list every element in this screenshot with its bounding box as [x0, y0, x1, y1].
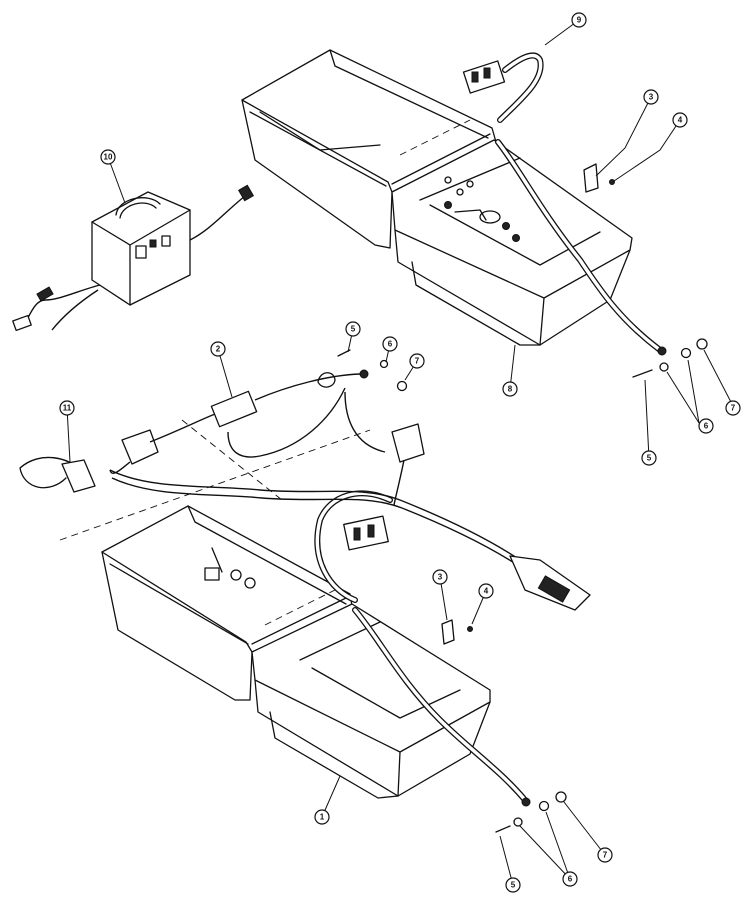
callout-11-label: 11	[63, 404, 72, 413]
callout-9-label: 9	[577, 16, 582, 25]
reference-line	[181, 419, 283, 501]
upper-battery-box	[241, 49, 633, 346]
callout-5-label: 5	[351, 325, 356, 334]
battery-charger	[12, 184, 255, 332]
callout-3: 3	[643, 89, 659, 105]
callout-8-label: 8	[508, 385, 513, 394]
callout-3-label: 3	[649, 93, 654, 102]
callout-3: 3	[432, 569, 448, 585]
callout-5: 5	[345, 321, 361, 337]
callout-3-label: 3	[438, 573, 443, 582]
lower-bracket	[441, 619, 455, 645]
callout-7: 7	[409, 353, 425, 369]
callout-4-label: 4	[678, 116, 683, 125]
callout-7: 7	[725, 400, 741, 416]
callout-11: 11	[59, 400, 75, 416]
reference-line	[59, 429, 371, 541]
callout-6: 6	[698, 418, 714, 434]
callout-5-label: 5	[511, 881, 516, 890]
callout-6: 6	[562, 871, 578, 887]
upper-bracket	[583, 163, 599, 193]
callout-6-label: 6	[568, 875, 573, 884]
callout-7-label: 7	[731, 404, 736, 413]
callout-5: 5	[641, 450, 657, 466]
lower-battery-box	[101, 505, 491, 799]
callout-4-label: 4	[484, 587, 489, 596]
callout-1-label: 1	[320, 813, 325, 822]
callout-10: 10	[100, 149, 116, 165]
leader-lines	[66, 19, 734, 886]
callout-1: 1	[314, 809, 330, 825]
lower-screw	[467, 626, 473, 632]
lower-cables	[109, 369, 591, 807]
callout-6-label: 6	[388, 340, 393, 349]
callout-6-label: 6	[704, 422, 709, 431]
top-hardware	[337, 349, 408, 392]
upper-screw	[609, 179, 615, 185]
lower-hardware	[495, 791, 567, 833]
callout-2-label: 2	[216, 345, 221, 354]
callout-7-label: 7	[415, 357, 420, 366]
callout-5-label: 5	[647, 454, 652, 463]
upper-connector-cable	[462, 52, 667, 356]
callout-2: 2	[210, 341, 226, 357]
upper-hardware	[632, 338, 708, 378]
callout-9: 9	[571, 12, 587, 28]
callout-10-label: 10	[104, 153, 113, 162]
callout-6: 6	[382, 336, 398, 352]
callout-4: 4	[672, 112, 688, 128]
callout-5: 5	[505, 877, 521, 893]
callout-4: 4	[478, 583, 494, 599]
callout-7-label: 7	[603, 851, 608, 860]
callout-7: 7	[597, 847, 613, 863]
battery-clamp	[19, 456, 96, 493]
callout-8: 8	[502, 381, 518, 397]
